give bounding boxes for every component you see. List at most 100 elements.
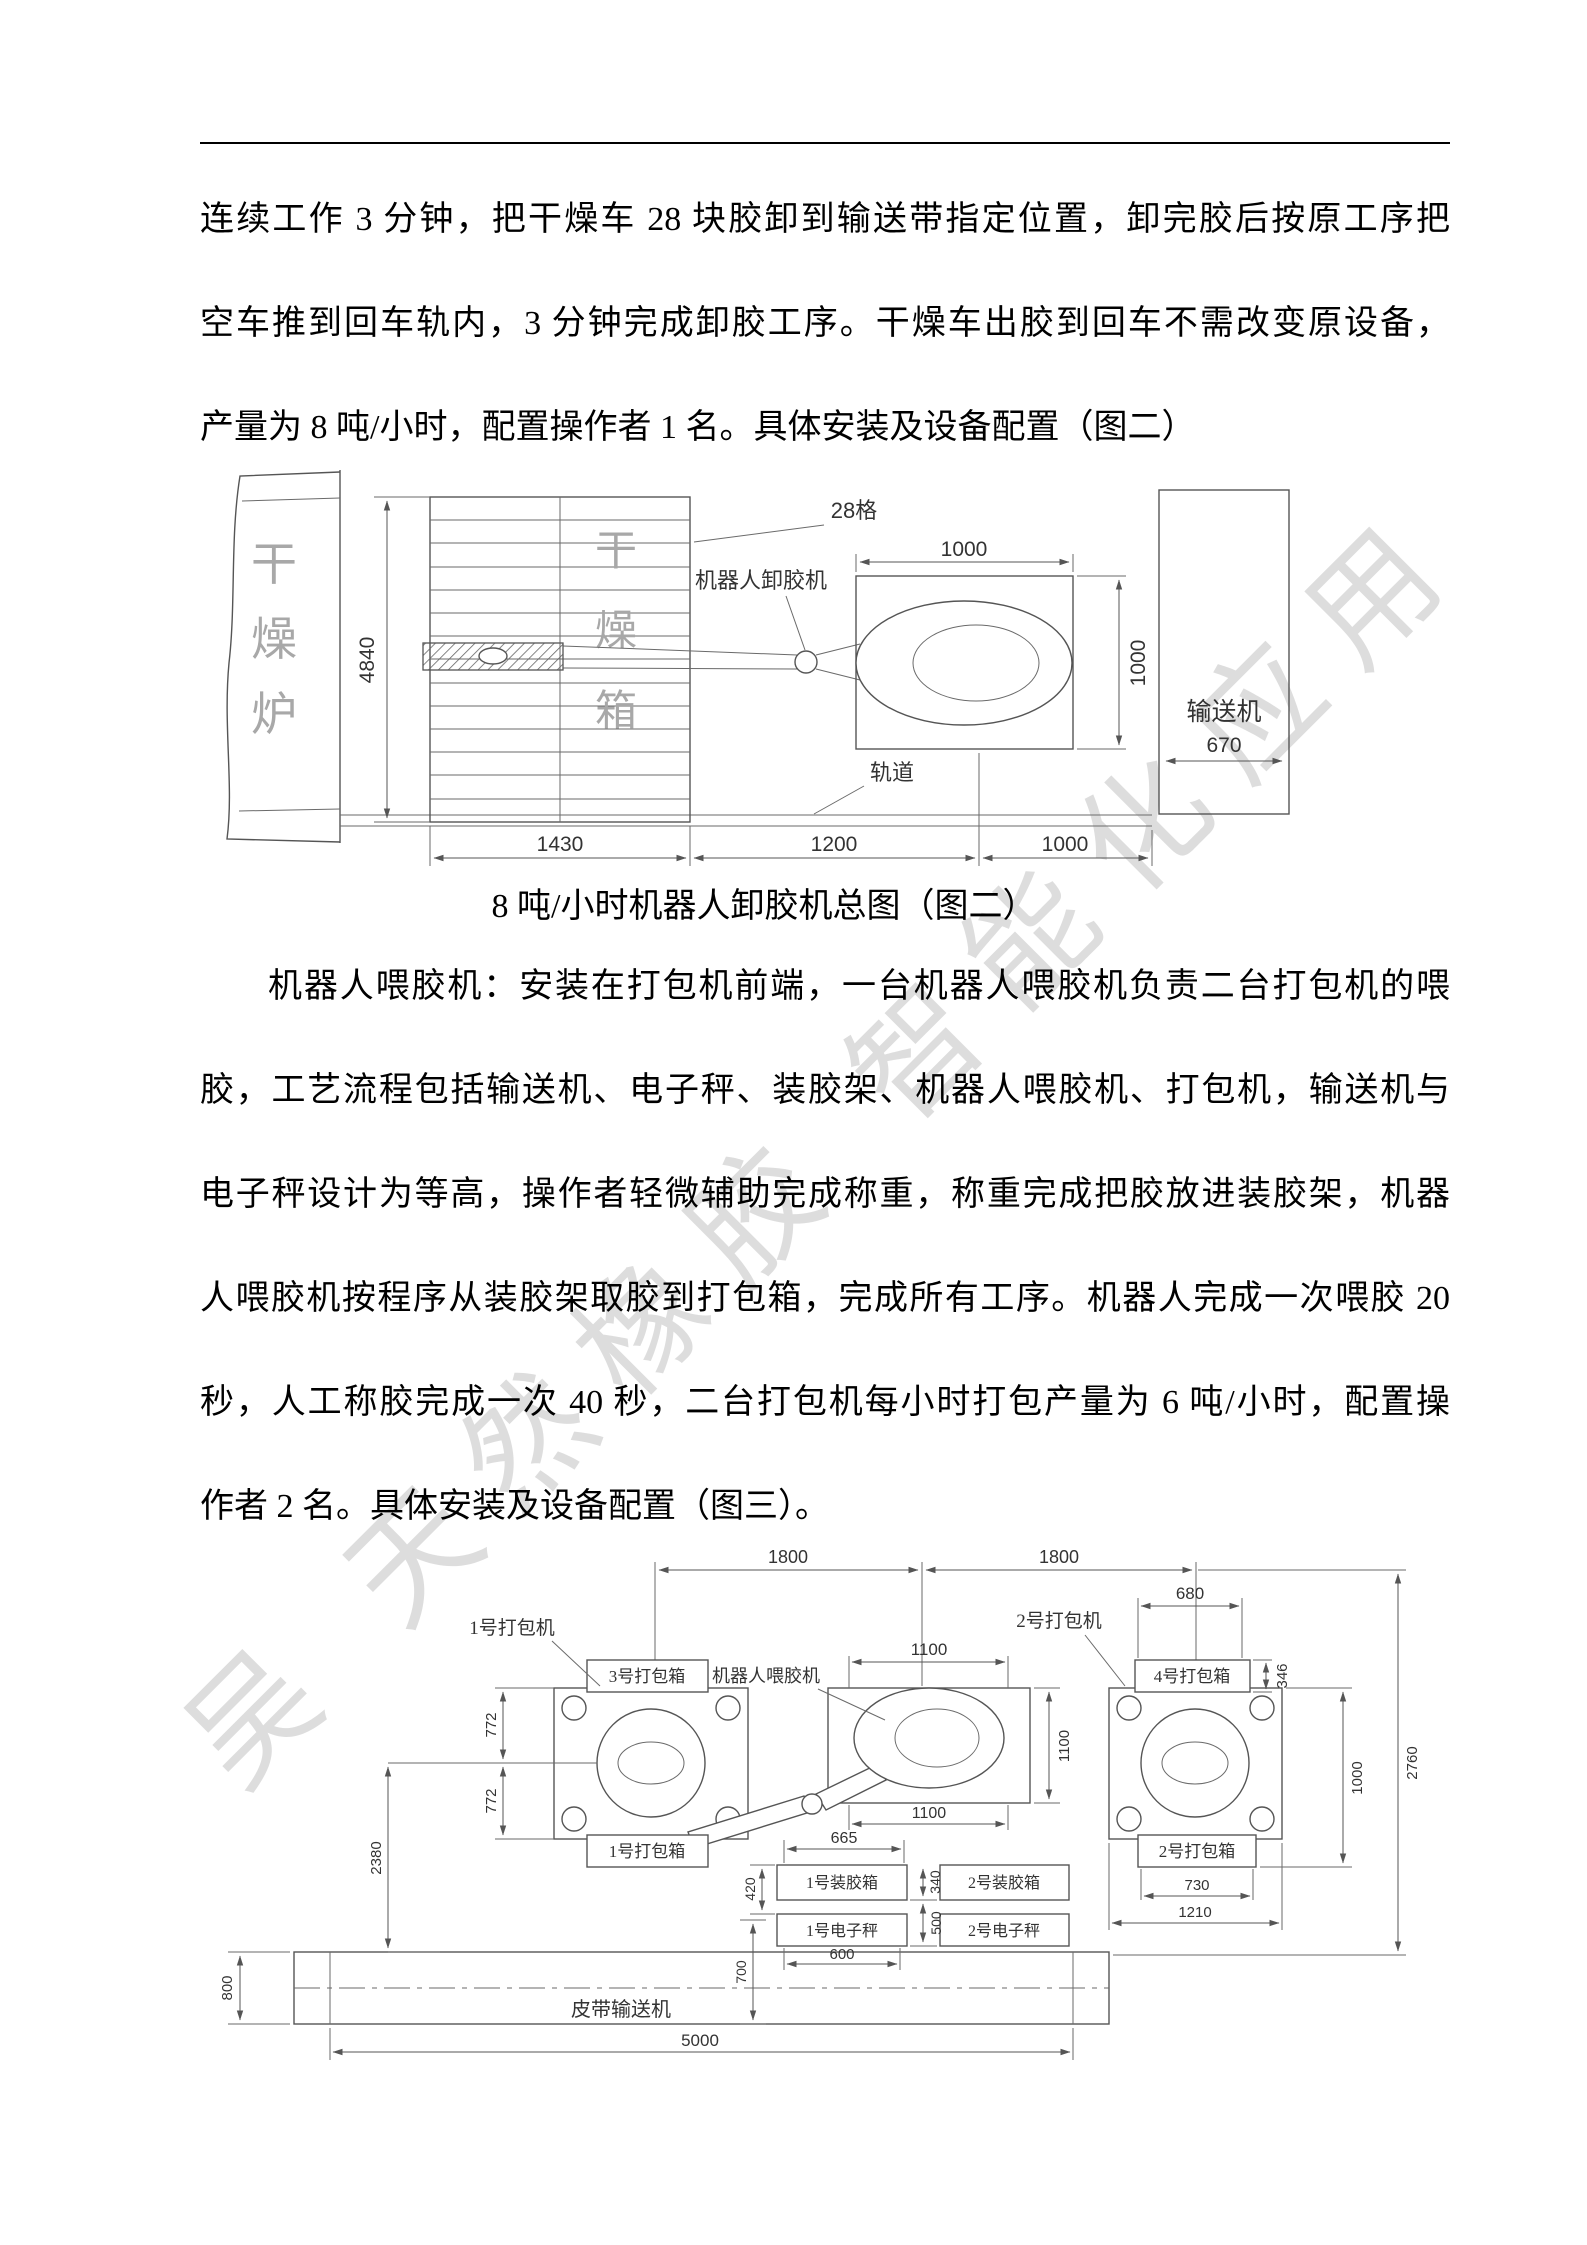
- scale-1-label: 1号电子秤: [806, 1922, 878, 1940]
- label-press-2: 2号打包机: [1016, 1610, 1126, 1687]
- paragraph-2-line: 秒，人工称胶完成一次 40 秒，二台打包机每小时打包产量为 6 吨/小时，配置操: [200, 1384, 1450, 1421]
- pack-box-3: 3号打包箱: [586, 1659, 709, 1693]
- dim-1430-label: 1430: [537, 833, 584, 856]
- dim-600-label: 600: [829, 1946, 854, 1963]
- pack-box-1: 1号打包箱: [586, 1834, 709, 1868]
- dim-1200-label: 1200: [811, 833, 858, 856]
- cells-label: 28格: [831, 498, 877, 523]
- dim-730: 730: [1140, 1869, 1254, 1900]
- label-28-cells: 28格: [693, 498, 877, 543]
- header-rule: [200, 142, 1450, 144]
- dim-1100-right: 1100: [1034, 1687, 1073, 1804]
- arm-joint: [794, 650, 818, 674]
- load-box-2-label: 2号装胶箱: [968, 1874, 1040, 1892]
- robot-unloader: [422, 575, 1074, 750]
- dim-665-label: 665: [831, 1830, 858, 1847]
- label-press-1: 1号打包机: [469, 1617, 601, 1687]
- robot-unloader-label: 机器人卸胶机: [695, 568, 827, 593]
- baler-press-2: [1108, 1687, 1283, 1840]
- conveyor-label: 输送机: [1186, 698, 1261, 726]
- scale-2-label: 2号电子秤: [968, 1922, 1040, 1940]
- paragraph-1-line: 空车推到回车轨内，3 分钟完成卸胶工序。干燥车出胶到回车不需改变原设备，: [200, 305, 1450, 342]
- pack-box-4: 4号打包箱: [1134, 1659, 1251, 1693]
- belt-conveyor: 皮带输送机: [293, 1951, 1110, 2025]
- pack-box-4-label: 4号打包箱: [1154, 1667, 1231, 1686]
- dim-600: 600: [783, 1946, 901, 1970]
- furnace-label-char: 干: [251, 539, 297, 590]
- dim-2380-label: 2380: [368, 1841, 385, 1874]
- dim-5000: 5000: [329, 2028, 1074, 2060]
- pack-box-2-label: 2号打包箱: [1159, 1842, 1236, 1861]
- dim-1800-label: 1800: [1039, 1548, 1079, 1567]
- dim-700: 700: [733, 1919, 766, 2025]
- dim-420-label: 420: [742, 1877, 758, 1901]
- robot-base-inner: [894, 1708, 980, 1768]
- press-1-label: 1号打包机: [469, 1617, 555, 1639]
- dim-500: 500: [910, 1899, 944, 1947]
- figure-2-caption: 8 吨/小时机器人卸胶机总图（图二）: [491, 888, 1037, 925]
- label-robot-unloader: 机器人卸胶机: [695, 568, 827, 651]
- dim-2760: 2760: [1394, 1573, 1421, 1952]
- dim-5000-label: 5000: [681, 2031, 719, 2050]
- dim-772-label: 772: [483, 1712, 500, 1737]
- press-2-label: 2号打包机: [1016, 1610, 1102, 1632]
- furnace-label-char: 炉: [251, 689, 297, 740]
- dim-680: 680: [1137, 1584, 1243, 1658]
- dim-1800-left: 1800: [658, 1547, 919, 1574]
- dim-730-label: 730: [1184, 1877, 1209, 1894]
- dim-1000: 1000: [1260, 1687, 1366, 1868]
- dim-420: 420: [742, 1864, 775, 1915]
- rail-label: 轨道: [870, 760, 914, 785]
- scale-2: 2号电子秤: [939, 1913, 1070, 1947]
- dim-1100-bottom: 1100: [848, 1805, 1009, 1830]
- rail-track: [340, 814, 1152, 827]
- dim-1100-label: 1100: [1056, 1730, 1073, 1762]
- dim-4840: 4840: [356, 496, 430, 823]
- drying-box-grid: 干 燥 箱: [429, 496, 691, 823]
- dim-1000-label: 1000: [1127, 640, 1150, 687]
- dim-1000-label: 1000: [1349, 1761, 1366, 1794]
- dim-346-label: 346: [1274, 1663, 1291, 1688]
- dim-500-label: 500: [928, 1911, 944, 1935]
- figure3-drawing: 皮带输送机 3号打包箱 4号打包箱 1号打包箱 2号打包箱 1号装胶箱: [219, 1547, 1421, 2060]
- dim-772-lower: 772: [483, 1766, 507, 1836]
- robot-base-inner: [912, 624, 1040, 702]
- paragraph-2: 机器人喂胶机：安装在打包机前端，一台机器人喂胶机负责二台打包机的喂 胶，工艺流程…: [200, 935, 1450, 1559]
- dim-base-height: 1000: [1077, 575, 1150, 750]
- scale-1: 1号电子秤: [776, 1913, 908, 1947]
- dim-1210-label: 1210: [1178, 1904, 1211, 1921]
- dim-1100-label: 1100: [911, 1640, 948, 1659]
- dim-1800-right: 1800: [925, 1547, 1193, 1574]
- arm-joint: [801, 1793, 823, 1815]
- dim-340-label: 340: [927, 1870, 943, 1894]
- paragraph-2-line: 电子秤设计为等高，操作者轻微辅助完成称重，称重完成把胶放进装胶架，机器: [200, 1176, 1450, 1213]
- dim-1100-label: 1100: [912, 1805, 947, 1822]
- figure-2: 干 燥 炉 干 燥 箱: [214, 468, 1314, 878]
- drying-box-label-char: 干: [595, 529, 637, 575]
- dim-2380: 2380: [368, 1762, 495, 1953]
- dim-340: 340: [919, 1868, 943, 1897]
- paragraph-2-line: 机器人喂胶机：安装在打包机前端，一台机器人喂胶机负责二台打包机的喂: [268, 968, 1450, 1005]
- paragraph-2-line: 胶，工艺流程包括输送机、电子秤、装胶架、机器人喂胶机、打包机，输送机与: [200, 1072, 1450, 1109]
- pack-box-2: 2号打包箱: [1137, 1834, 1257, 1868]
- dim-700-label: 700: [733, 1960, 749, 1984]
- dim-2760-label: 2760: [1404, 1746, 1421, 1779]
- feeder-label: 机器人喂胶机: [712, 1666, 820, 1686]
- paragraph-2-line: 作者 2 名。具体安装及设备配置（图三）。: [200, 1488, 829, 1525]
- pack-box-1-label: 1号打包箱: [609, 1842, 686, 1861]
- robot-base-outer: [855, 600, 1073, 726]
- grid-lines: [430, 519, 690, 800]
- dim-800: 800: [219, 1951, 290, 2025]
- robot-feeder: [687, 1687, 1031, 1849]
- dim-1000-label: 1000: [1042, 833, 1089, 856]
- pack-box-3-label: 3号打包箱: [609, 1667, 686, 1686]
- dim-base-width: 1000: [855, 538, 1074, 572]
- dim-1000-label: 1000: [941, 538, 988, 561]
- dim-1800-label: 1800: [768, 1548, 808, 1567]
- dim-800-label: 800: [219, 1975, 236, 2000]
- label-rail: 轨道: [813, 760, 914, 815]
- paragraph-1-line: 产量为 8 吨/小时，配置操作者 1 名。具体安装及设备配置（图二）: [200, 409, 1196, 446]
- dim-772-label: 772: [483, 1788, 500, 1813]
- paragraph-2-line: 人喂胶机按程序从装胶架取胶到打包箱，完成所有工序。机器人完成一次喂胶 20: [200, 1280, 1450, 1317]
